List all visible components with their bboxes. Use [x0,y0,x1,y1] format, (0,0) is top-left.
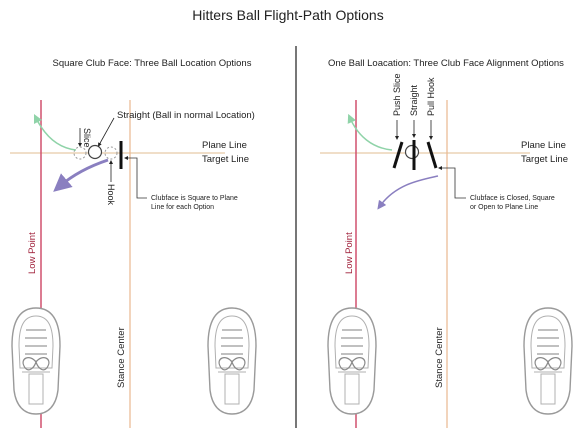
right-shoe-back [327,307,377,415]
left-shoe-front [207,307,257,415]
right-panel: One Ball Loacation: Three Club Face Alig… [320,58,573,428]
left-label-target-line: Target Line [202,154,249,165]
left-slice-arrow [33,113,77,151]
left-label-hook: Hook [106,184,116,206]
left-panel: Square Club Face: Three Ball Location Op… [10,58,257,428]
right-label-stance-center: Stance Center [434,327,445,388]
diagram-title: Hitters Ball Flight-Path Options [192,7,383,23]
right-note-line1: Clubface is Closed, Square [470,195,555,202]
right-label-straight: Straight [409,84,419,116]
right-shoe-front [523,307,573,415]
left-ball-hook-location [104,146,118,160]
right-label-push-slice: Push Slice [392,73,402,116]
right-label-low-point: Low Point [344,232,355,274]
left-hook-arrow [53,158,109,192]
right-ball [404,144,420,160]
right-label-plane-line: Plane Line [521,140,566,151]
right-note-line2: or Open to Plane Line [470,204,538,211]
left-note-line2: Line for each Option [151,204,214,211]
left-label-low-point: Low Point [27,232,38,274]
left-note-line1: Clubface is Square to Plane [151,195,238,202]
right-note-pointer [438,166,466,199]
left-label-stance-center: Stance Center [116,327,127,388]
left-shoe-back [11,307,61,415]
right-push-slice-arrow [347,113,393,151]
left-label-straight: Straight (Ball in normal Location) [117,110,255,121]
right-panel-heading: One Ball Loacation: Three Club Face Alig… [328,58,564,69]
left-label-slice: Slice [82,128,92,148]
left-ball-normal-location [87,144,103,160]
left-label-plane-line: Plane Line [202,140,247,151]
right-label-pull-hook: Pull Hook [426,77,436,116]
left-ball-slice-location [73,146,87,160]
left-straight-pointer [98,117,115,147]
left-note-pointer [124,156,147,199]
right-pull-hook-arrow [377,175,439,210]
right-clubface-closed [426,141,438,169]
right-label-target-line: Target Line [521,154,568,165]
right-clubface-open [392,141,404,169]
left-panel-heading: Square Club Face: Three Ball Location Op… [53,58,252,69]
